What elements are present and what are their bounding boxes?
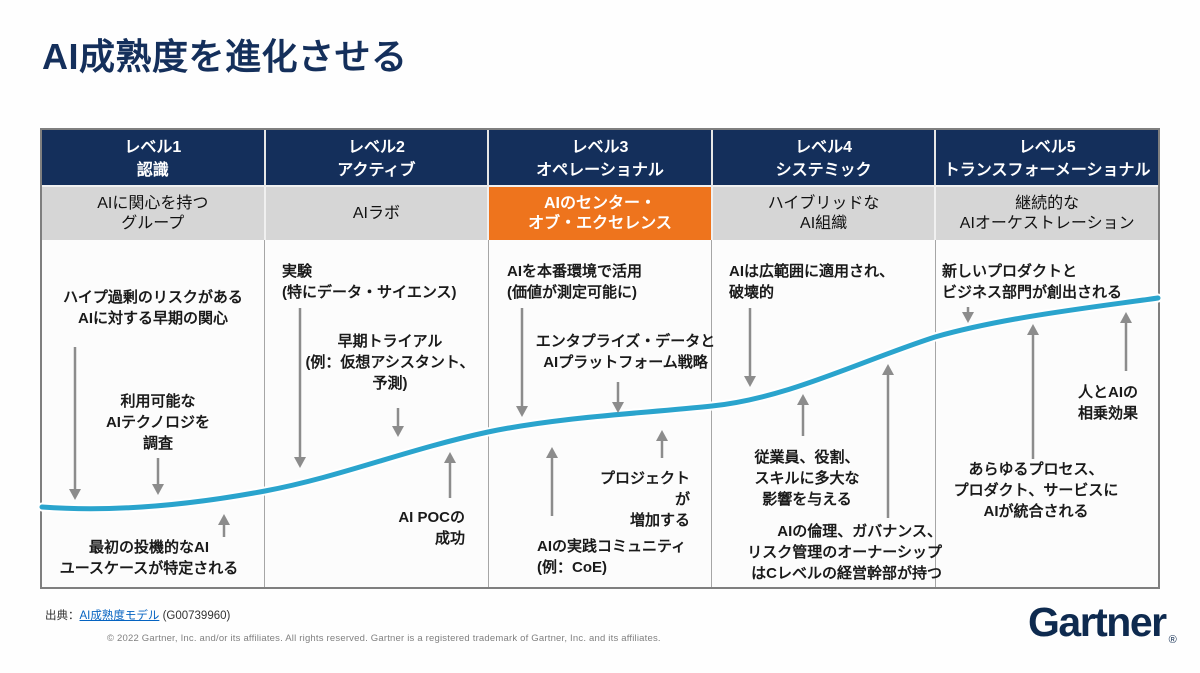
sub-header-cell-5: 継続的な AIオーケストレーション [934, 187, 1158, 240]
annotation-data-platform-strategy: エンタプライズ・データと AIプラットフォーム戦略 [535, 333, 716, 371]
level-label: レベル3 [571, 139, 629, 156]
sub-header-cell-4: ハイブリッドな AI組織 [710, 187, 935, 240]
annotation-poc-success: AI POCの 成功 [398, 509, 465, 547]
annotation-widely-applied: AIは広範囲に適用され、 破壊的 [729, 263, 895, 301]
level-label: レベル2 [347, 139, 405, 156]
source-doc-id: (G00739960) [162, 610, 231, 622]
level-label: レベル1 [124, 139, 182, 156]
level-name: 認識 [136, 162, 169, 179]
sub-header-row: AIに関心を持つ グループ AIラボ AIのセンター・ オブ・エクセレンス ハイ… [42, 187, 1158, 240]
level-header-cell-2: レベル2 アクティブ [263, 130, 488, 187]
annotation-projects-increase: プロジェクトが 増加する [599, 470, 690, 529]
annotation-human-ai-synergy: 人とAIの 相乗効果 [1077, 384, 1138, 422]
gartner-logo-text: Gartner [1028, 599, 1167, 645]
level-name: システミック [775, 162, 872, 179]
annotation-first-use-cases: 最初の投機的なAI ユースケースが特定される [59, 539, 239, 577]
level-header-cell-4: レベル4 システミック [710, 130, 935, 187]
level-name: アクティブ [337, 162, 416, 179]
annotation-ai-integrated: あらゆるプロセス、 プロダクト、サービスに AIが統合される [953, 461, 1119, 520]
source-line: 出典：AI成熟度モデル (G00739960) [45, 607, 230, 623]
level-header-cell-1: レベル1 認識 [42, 130, 264, 187]
registered-trademark-icon: ® [1168, 634, 1177, 646]
page-title: AI成熟度を進化させる [42, 36, 408, 77]
source-label: 出典： [45, 610, 80, 622]
annotation-early-interest: ハイプ過剰のリスクがある AIに対する早期の関心 [63, 289, 243, 327]
level-name: トランスフォーメーショナル [943, 162, 1151, 179]
level-label: レベル4 [795, 139, 853, 156]
level-header-cell-3: レベル3 オペレーショナル [487, 130, 711, 187]
sub-header-cell-2: AIラボ [263, 187, 488, 240]
annotation-practice-community: AIの実践コミュニティ (例：CoE) [537, 538, 687, 576]
annotation-workforce-impact: 従業員、役割、 スキルに多大な 影響を与える [754, 449, 860, 508]
annotation-production-use: AIを本番環境で活用 (価値が測定可能に) [507, 263, 643, 301]
annotation-experiments: 実験 (特にデータ・サイエンス) [282, 263, 457, 301]
level-name: オペレーショナル [536, 162, 664, 179]
source-link[interactable]: AI成熟度モデル [79, 610, 160, 622]
annotation-ethics-governance: AIの倫理、ガバナンス、 リスク管理のオーナーシップ はCレベルの経営幹部が持つ [747, 523, 942, 582]
copyright-text: © 2022 Gartner, Inc. and/or its affiliat… [107, 633, 661, 644]
level-label: レベル5 [1018, 139, 1076, 156]
gartner-logo: Gartner® [1028, 599, 1177, 646]
level-header-cell-5: レベル5 トランスフォーメーショナル [934, 130, 1158, 187]
annotation-early-trials: 早期トライアル (例：仮想アシスタント、 予測) [305, 333, 475, 392]
annotation-explore-tech: 利用可能な AIテクノロジを 調査 [105, 393, 211, 452]
annotation-new-products: 新しいプロダクトと ビジネス部門が創出される [942, 263, 1123, 301]
sub-header-cell-1: AIに関心を持つ グループ [42, 187, 264, 240]
sub-header-cell-3-highlighted: AIのセンター・ オブ・エクセレンス [487, 187, 711, 240]
level-header-row: レベル1 認識 レベル2 アクティブ レベル3 オペレーショナル レベル4 シス… [42, 130, 1158, 187]
